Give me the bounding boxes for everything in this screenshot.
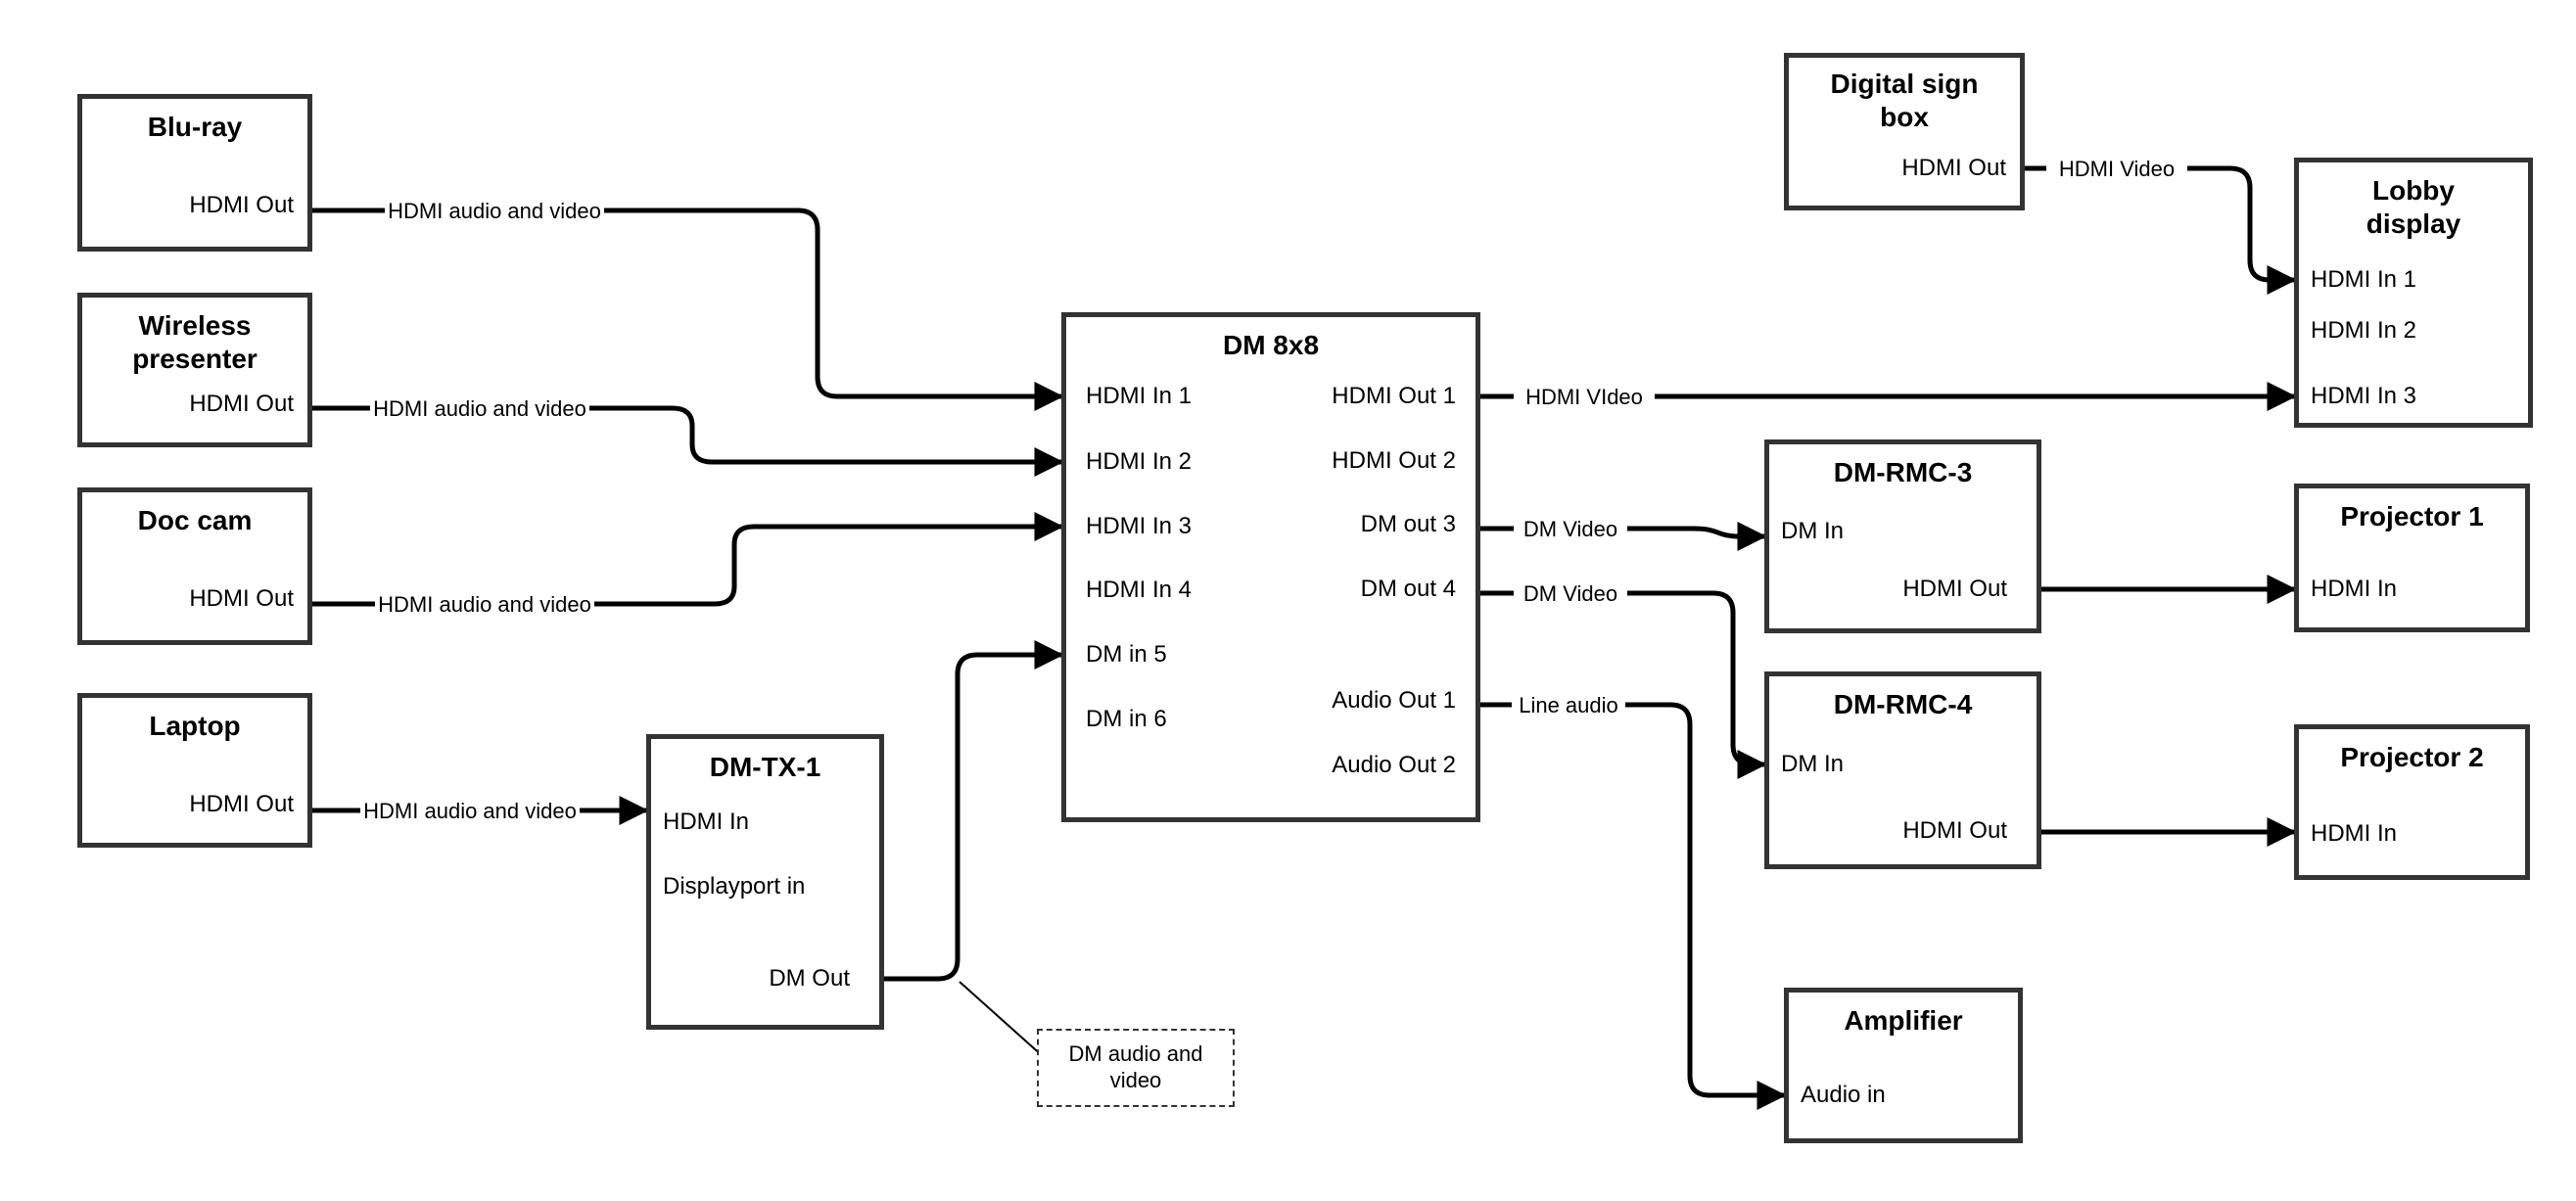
node-doccam-title: Doc cam [137, 505, 253, 535]
port-laptop-hdmi-out: HDMI Out [189, 791, 294, 817]
port-dmrmc4-dm-in: DM In [1781, 751, 1845, 777]
wire-label-wireless: HDMI audio and video [373, 396, 586, 421]
port-bluray-hdmi-out: HDMI Out [189, 192, 294, 218]
node-wireless-presenter-title: Wireless presenter [132, 310, 258, 374]
port-lobby-hdmi-in-1: HDMI In 1 [2311, 266, 2417, 293]
port-dm8x8-dm-out-4: DM out 4 [1360, 576, 1456, 602]
wire-bluray-to-dm8x8-in1 [312, 208, 1064, 411]
node-projector2: Projector 2 HDMI In [2294, 724, 2530, 880]
wire-label-dm-video-4: DM Video [1523, 581, 1617, 606]
wire-label-dm-video-3: DM Video [1523, 517, 1617, 541]
port-dm8x8-hdmi-in-4: HDMI In 4 [1086, 577, 1193, 603]
port-doccam-hdmi-out: HDMI Out [189, 585, 294, 612]
wire-wireless-to-dm8x8-in2 [312, 405, 1064, 477]
node-dmrmc3: DM-RMC-3 DM In HDMI Out [1764, 439, 2041, 633]
node-laptop-title: Laptop [149, 711, 241, 741]
node-projector1-title: Projector 1 [2340, 501, 2484, 531]
node-laptop: Laptop HDMI Out [77, 693, 312, 848]
wire-doccam-to-dm8x8-in3 [312, 512, 1064, 607]
node-dm8x8-title: DM 8x8 [1222, 330, 1320, 360]
port-projector1-hdmi-in: HDMI In [2311, 576, 2398, 602]
wire-dm8x8-out4-to-dmrmc4 [1480, 590, 1767, 779]
port-dm8x8-audio-out-2: Audio Out 2 [1332, 752, 1456, 778]
callout-leader-line [959, 981, 1045, 1058]
port-dm8x8-audio-out-1: Audio Out 1 [1332, 687, 1456, 714]
wire-digitalsign-to-lobby-in1 [2025, 165, 2297, 295]
port-dmrmc3-dm-in: DM In [1781, 518, 1845, 544]
callout-dm-audio-and-video: DM audio and video [1037, 1029, 1235, 1107]
node-dmtx1-title: DM-TX-1 [709, 752, 821, 782]
node-bluray: Blu-ray HDMI Out [77, 94, 312, 252]
wire-label-laptop: HDMI audio and video [363, 799, 577, 823]
port-lobby-hdmi-in-2: HDMI In 2 [2311, 317, 2417, 344]
wire-labels: HDMI audio and video HDMI audio and vide… [360, 154, 2187, 825]
port-dmtx1-hdmi-in: HDMI In [663, 808, 750, 835]
wire-label-bluray: HDMI audio and video [388, 199, 601, 223]
wire-label-hdmi-video-main: HDMI VIdeo [1525, 385, 1643, 409]
wire-dm8x8-out3-to-dmrmc3 [1480, 522, 1767, 551]
node-dmrmc3-title: DM-RMC-3 [1833, 457, 1973, 487]
node-dmrmc4: DM-RMC-4 DM In HDMI Out [1764, 671, 2041, 869]
port-wireless-hdmi-out: HDMI Out [189, 391, 294, 417]
node-wireless-presenter: Wireless presenter HDMI Out [77, 293, 312, 447]
node-lobby-display-title: Lobby display [2365, 175, 2461, 239]
node-amplifier-title: Amplifier [1844, 1005, 1963, 1036]
port-dm8x8-dm-in-6: DM in 6 [1086, 706, 1167, 732]
wire-label-hdmi-video-sign: HDMI Video [2059, 157, 2175, 181]
port-dmrmc3-hdmi-out: HDMI Out [1902, 576, 2007, 602]
port-dm8x8-hdmi-out-2: HDMI Out 2 [1332, 447, 1456, 474]
port-dm8x8-hdmi-in-2: HDMI In 2 [1086, 448, 1193, 475]
node-dmtx1: DM-TX-1 HDMI In Displayport in DM Out [646, 734, 884, 1030]
port-projector2-hdmi-in: HDMI In [2311, 820, 2398, 847]
port-amplifier-audio-in: Audio in [1801, 1082, 1886, 1108]
node-projector1: Projector 1 HDMI In [2294, 484, 2530, 632]
wire-dmtx1-to-dm8x8-in5 [881, 640, 1064, 982]
node-digital-sign-box: Digital sign box HDMI Out [1784, 53, 2025, 210]
node-projector2-title: Projector 2 [2340, 742, 2484, 772]
node-bluray-title: Blu-ray [147, 112, 243, 142]
port-dmtx1-displayport-in: Displayport in [663, 873, 806, 900]
port-dmtx1-dm-out: DM Out [769, 965, 850, 992]
node-dm8x8: DM 8x8 HDMI In 1 HDMI In 2 HDMI In 3 HDM… [1061, 312, 1480, 822]
port-dm8x8-hdmi-in-3: HDMI In 3 [1086, 513, 1193, 539]
node-doccam: Doc cam HDMI Out [77, 487, 312, 645]
port-dm8x8-dm-in-5: DM in 5 [1086, 641, 1167, 668]
node-amplifier: Amplifier Audio in [1784, 988, 2023, 1143]
wire-dm8x8-audio1-to-amplifier [1480, 702, 1787, 1110]
port-digitalsign-hdmi-out: HDMI Out [1901, 155, 2006, 181]
port-dmrmc4-hdmi-out: HDMI Out [1902, 817, 2007, 844]
node-dmrmc4-title: DM-RMC-4 [1833, 689, 1973, 719]
port-dm8x8-dm-out-3: DM out 3 [1360, 511, 1456, 537]
wire-label-line-audio: Line audio [1519, 693, 1618, 717]
node-lobby-display: Lobby display HDMI In 1 HDMI In 2 HDMI I… [2294, 158, 2533, 428]
node-digital-sign-box-title: Digital sign box [1830, 69, 1979, 132]
port-dm8x8-hdmi-out-1: HDMI Out 1 [1332, 383, 1456, 409]
wire-label-doccam: HDMI audio and video [378, 592, 591, 617]
port-dm8x8-hdmi-in-1: HDMI In 1 [1086, 383, 1193, 409]
port-lobby-hdmi-in-3: HDMI In 3 [2311, 383, 2417, 409]
